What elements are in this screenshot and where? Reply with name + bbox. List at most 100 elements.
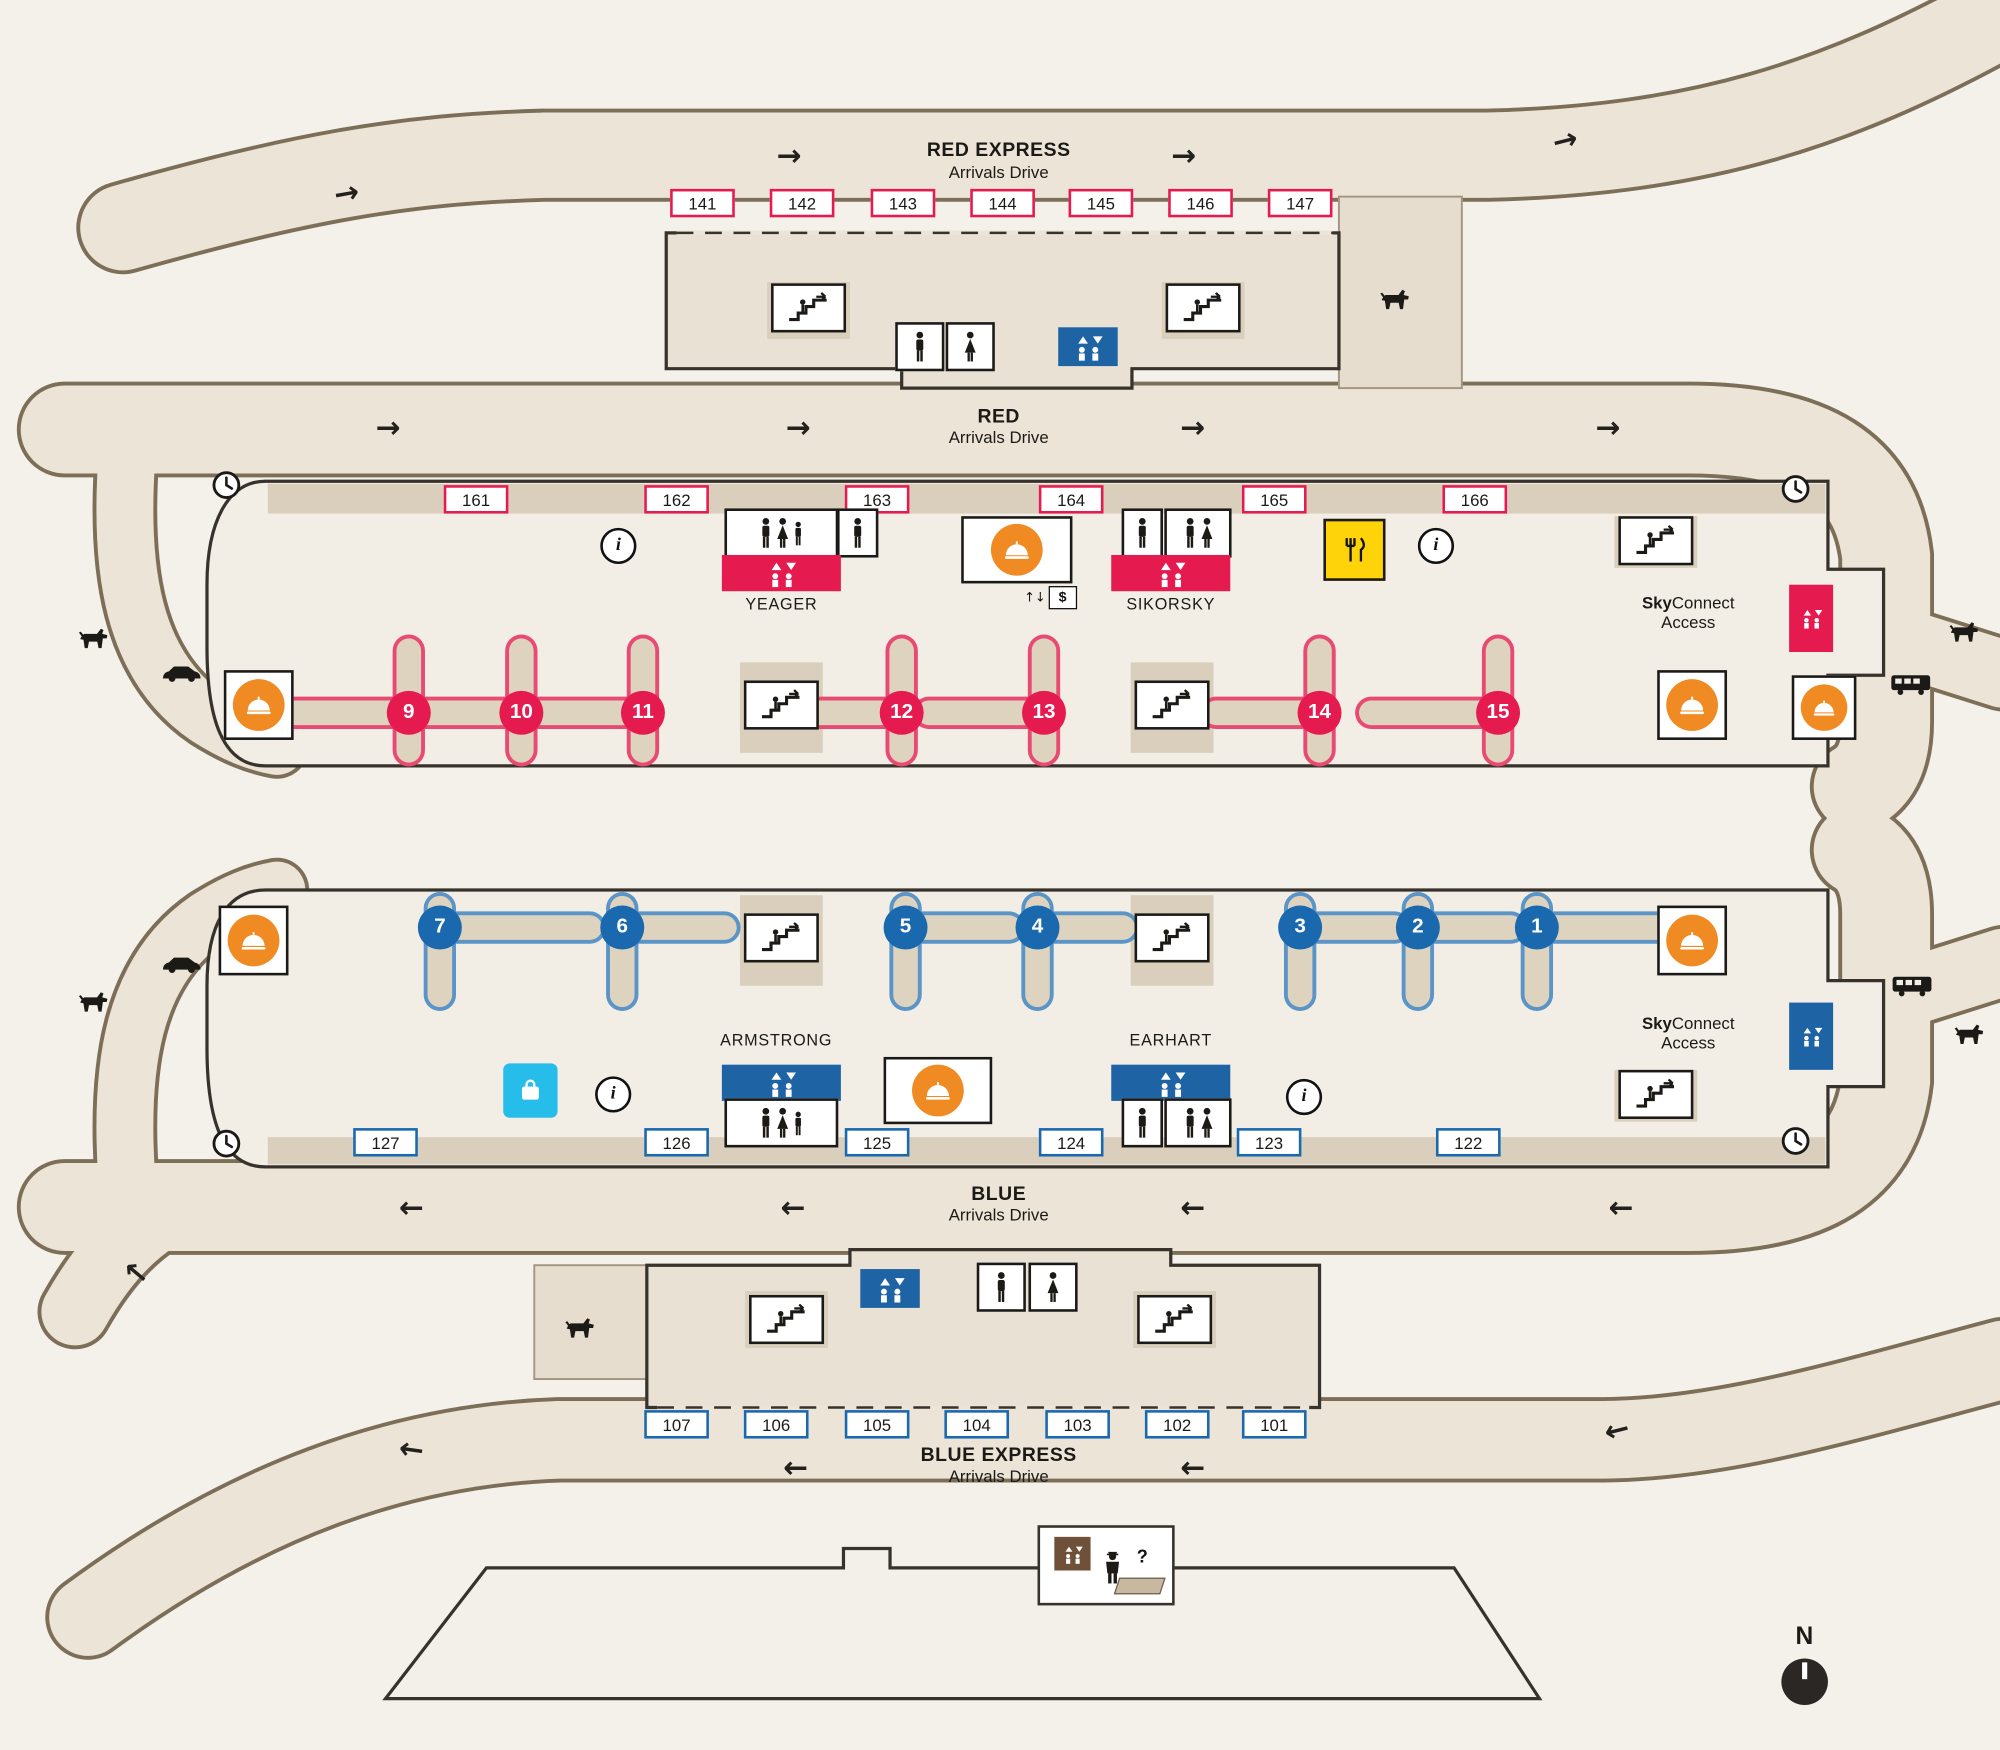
pet-relief-icon <box>564 1316 600 1342</box>
drive-label-blue-express: BLUE EXPRESS <box>920 1444 1077 1467</box>
elevator-icon <box>721 554 841 592</box>
baggage-claim-icon <box>1657 670 1728 740</box>
baggage-carousel-number: 12 <box>879 690 924 735</box>
skyconnect-label: SkyConnect <box>1642 1014 1735 1033</box>
shuttle-bus-icon <box>1890 673 1931 695</box>
carousel-shapes <box>242 634 1685 1011</box>
compass-icon <box>1781 1658 1828 1706</box>
escalator-icon <box>749 1294 825 1345</box>
door-number: 103 <box>1045 1410 1110 1439</box>
door-number: 124 <box>1038 1128 1104 1157</box>
traffic-arrow-icon: → <box>1171 139 1197 174</box>
traffic-arrow-icon: ← <box>780 1191 806 1226</box>
baggage-carousel-number: 2 <box>1395 905 1440 950</box>
elevator-station-label: YEAGER <box>745 595 818 614</box>
baggage-carousel-number: 4 <box>1015 905 1060 950</box>
elevator-icon <box>860 1269 920 1308</box>
door-number: 141 <box>670 188 735 218</box>
elevator-station-label: SIKORSKY <box>1126 595 1216 614</box>
compass-needle <box>1802 1662 1808 1680</box>
door-number: 162 <box>644 485 709 514</box>
door-number: 146 <box>1168 188 1233 218</box>
drive-label-blue: BLUE <box>971 1183 1027 1206</box>
restroom-men-icon <box>1121 508 1164 558</box>
door-number: 125 <box>844 1128 910 1157</box>
escalator-icon <box>743 913 819 963</box>
traffic-arrow-icon: → <box>785 411 811 446</box>
traffic-arrow-icon: ← <box>1180 1191 1206 1226</box>
skyconnect-bold: Sky <box>1641 1013 1672 1033</box>
baggage-carousel-number: 15 <box>1476 690 1521 735</box>
baggage-carousel-number: 13 <box>1021 690 1066 735</box>
door-number: 145 <box>1068 188 1134 218</box>
traffic-arrow-icon: → <box>776 139 802 174</box>
shopping-icon <box>503 1063 558 1118</box>
information-desk-icon <box>1113 1577 1166 1595</box>
door-number: 106 <box>743 1410 809 1439</box>
elevator-icon <box>721 1064 841 1101</box>
baggage-carousel-number: 9 <box>386 690 431 735</box>
shuttle-bus-icon <box>1891 975 1932 997</box>
door-number: 101 <box>1241 1410 1307 1439</box>
drive-sublabel-blue: Arrivals Drive <box>948 1205 1049 1225</box>
pet-relief-icon <box>78 626 114 652</box>
pet-relief-icon <box>78 990 114 1016</box>
clock-icon <box>211 470 242 501</box>
compass-north-label: N <box>1795 1623 1814 1651</box>
elevator-station-label: EARHART <box>1129 1031 1212 1050</box>
baggage-claim-icon <box>1657 905 1728 976</box>
clock-icon <box>1780 473 1811 504</box>
door-number: 144 <box>970 188 1035 218</box>
elevator-icon <box>1058 327 1118 367</box>
skyconnect-bold: Sky <box>1641 593 1672 613</box>
skyconnect-access-label: Access <box>1661 1032 1716 1053</box>
restroom-women-icon <box>945 322 995 372</box>
escalator-icon <box>1134 680 1210 730</box>
info-icon: i <box>1417 527 1455 565</box>
escalator-icon <box>1134 913 1210 963</box>
pet-relief-icon <box>1379 287 1415 313</box>
restroom-family-icon <box>724 508 839 558</box>
baggage-carousel-number: 7 <box>417 905 462 950</box>
clock-icon <box>1780 1125 1811 1156</box>
door-number: 142 <box>769 188 835 218</box>
baggage-claim-icon <box>218 905 289 976</box>
traffic-arrow-icon: ← <box>1180 1451 1206 1486</box>
restroom-men-icon <box>836 508 879 558</box>
escalator-icon <box>1618 1069 1694 1120</box>
skyconnect-rest: Connect <box>1671 593 1735 613</box>
door-number: 102 <box>1144 1410 1210 1439</box>
escalator-icon <box>743 680 819 730</box>
pet-relief-icon <box>1953 1022 1989 1048</box>
escalator-icon <box>1165 283 1241 333</box>
elevator-station-label: ARMSTRONG <box>720 1031 833 1050</box>
door-number: 122 <box>1435 1128 1501 1157</box>
restroom-women-icon <box>1028 1262 1078 1312</box>
elevator-icon <box>1111 554 1231 592</box>
escalator-icon <box>771 283 847 333</box>
clock-icon <box>211 1128 242 1159</box>
baggage-carousel-number: 3 <box>1278 905 1323 950</box>
baggage-claim-icon <box>1791 675 1857 740</box>
baggage-claim-icon <box>961 516 1073 584</box>
drive-label-red: RED <box>977 405 1020 428</box>
skyconnect-label: SkyConnect <box>1642 593 1735 612</box>
baggage-carousel-number: 1 <box>1514 905 1559 950</box>
restroom-men-icon <box>976 1262 1026 1312</box>
traffic-arrow-icon: ← <box>396 1431 427 1469</box>
baggage-claim-icon <box>223 670 294 740</box>
elevator-icon <box>1111 1064 1231 1101</box>
door-number: 123 <box>1236 1128 1302 1157</box>
baggage-carousel-number: 10 <box>499 690 544 735</box>
info-icon: i <box>1285 1078 1323 1116</box>
road-network <box>16 0 2000 1660</box>
door-number: 164 <box>1038 485 1104 514</box>
traffic-arrow-icon: → <box>1595 411 1621 446</box>
updown-arrows-icon: ↑↓ <box>1024 590 1046 605</box>
info-icon: i <box>600 527 637 565</box>
door-number: 104 <box>944 1410 1010 1439</box>
door-number: 126 <box>644 1128 709 1157</box>
baggage-claim-icon <box>883 1056 993 1125</box>
drive-sublabel-red-express: Arrivals Drive <box>948 162 1049 182</box>
